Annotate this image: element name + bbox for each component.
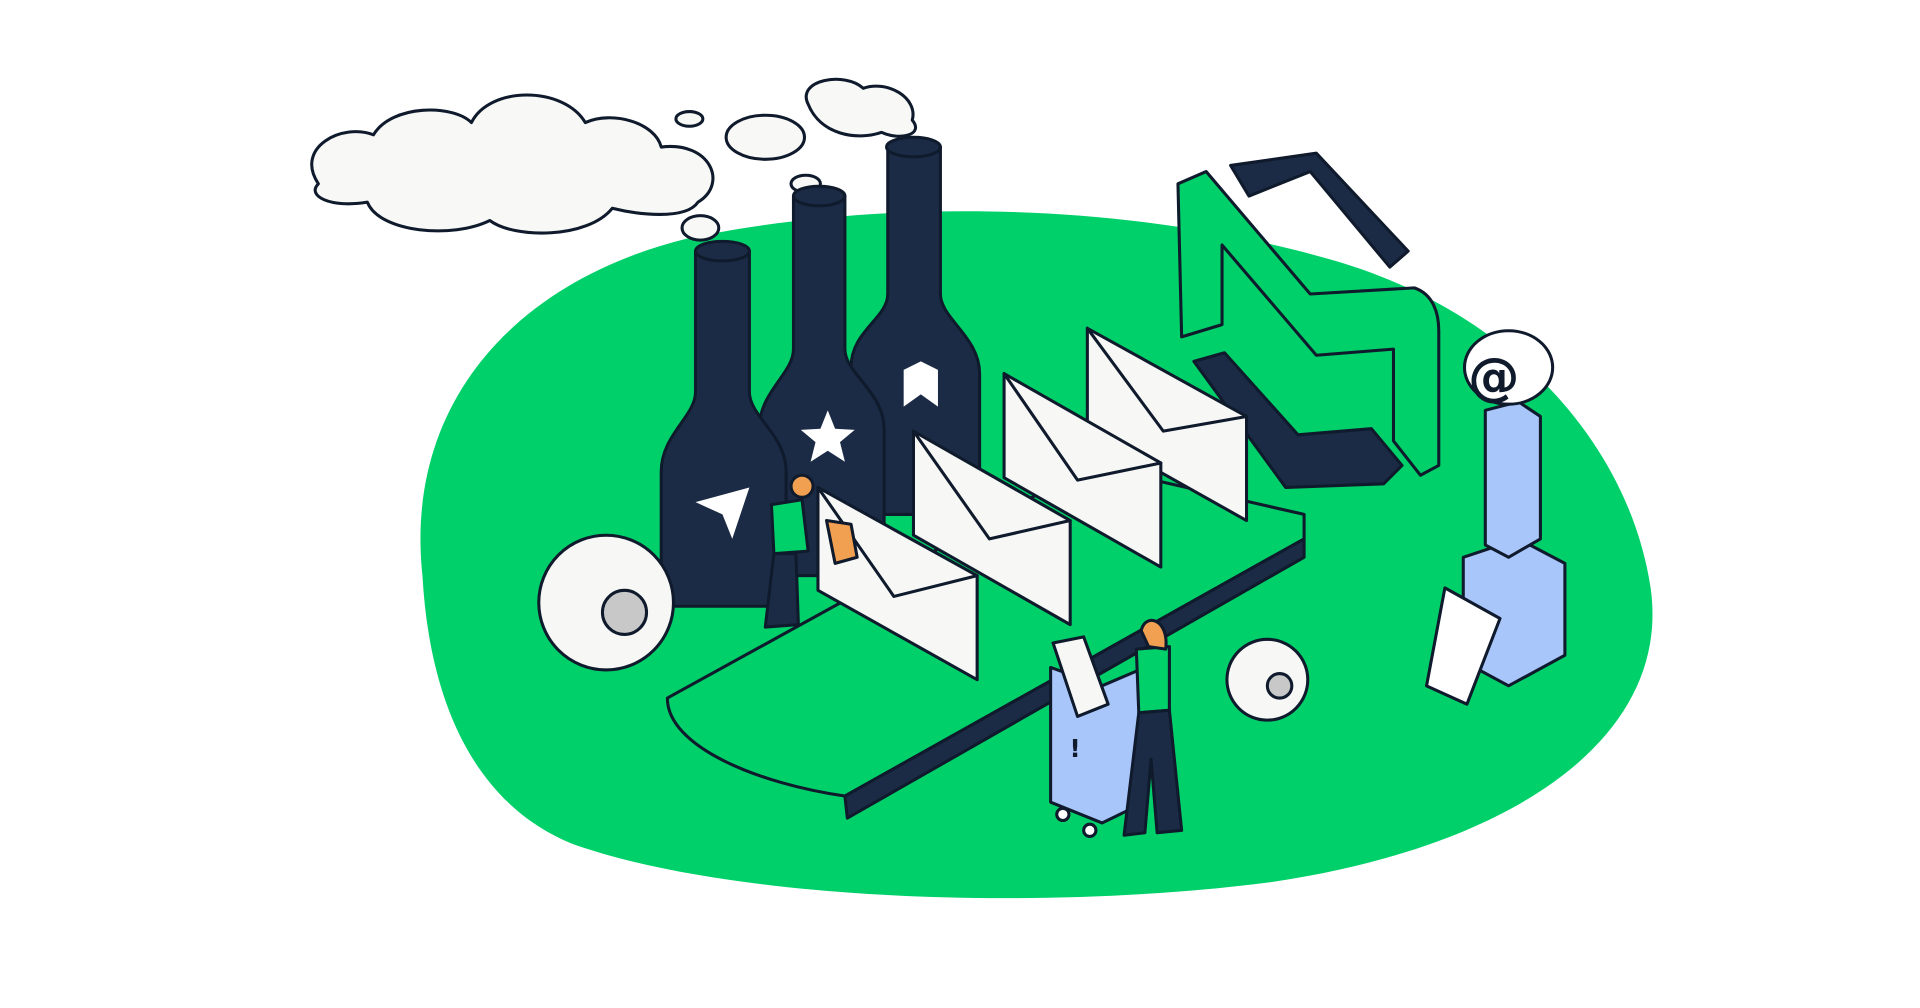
gear-icon (537, 533, 1310, 722)
chimney-icon (659, 135, 982, 608)
envelope-icon (816, 326, 1249, 682)
paper-plane-icon (695, 487, 750, 539)
at-sign-icon: @ (1468, 347, 1519, 407)
bookmark-icon (903, 361, 938, 407)
brand-logo-icon (1176, 151, 1441, 490)
worker-cleaning-envelope (763, 473, 859, 629)
warning-icon: ! (1070, 734, 1081, 763)
worker-with-cart (1049, 619, 1184, 838)
cloud-icon (310, 77, 917, 242)
at-sign-pillar (1425, 329, 1567, 706)
star-icon (800, 410, 855, 462)
